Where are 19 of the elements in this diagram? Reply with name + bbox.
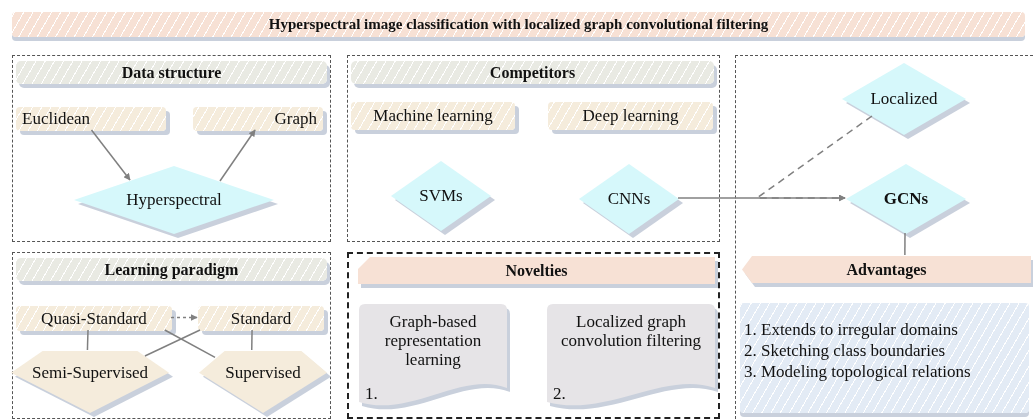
document-shape: [547, 304, 715, 410]
list-number: 2.: [553, 384, 566, 404]
document-shape: [359, 304, 507, 410]
connector-line: [904, 232, 906, 256]
document-text: Graph-based representation learning: [383, 312, 483, 369]
dashed-panel: [735, 55, 1033, 419]
list-item: 3. Modeling topological relations: [744, 361, 972, 382]
connector-line: [86, 329, 89, 351]
connector-line: [251, 329, 253, 351]
arrow: [170, 314, 198, 321]
dashed-panel: [347, 55, 720, 242]
list-item: 1. Extends to irregular domains: [744, 319, 959, 340]
dashed-panel: [347, 252, 720, 419]
document-text: Localized graph convolution filtering: [559, 312, 703, 350]
list-number: 1.: [365, 384, 378, 404]
list-item: 2. Sketching class boundaries: [744, 340, 947, 361]
connector-line: [144, 329, 201, 357]
connector-line: [164, 329, 216, 359]
arrow: [90, 129, 131, 181]
